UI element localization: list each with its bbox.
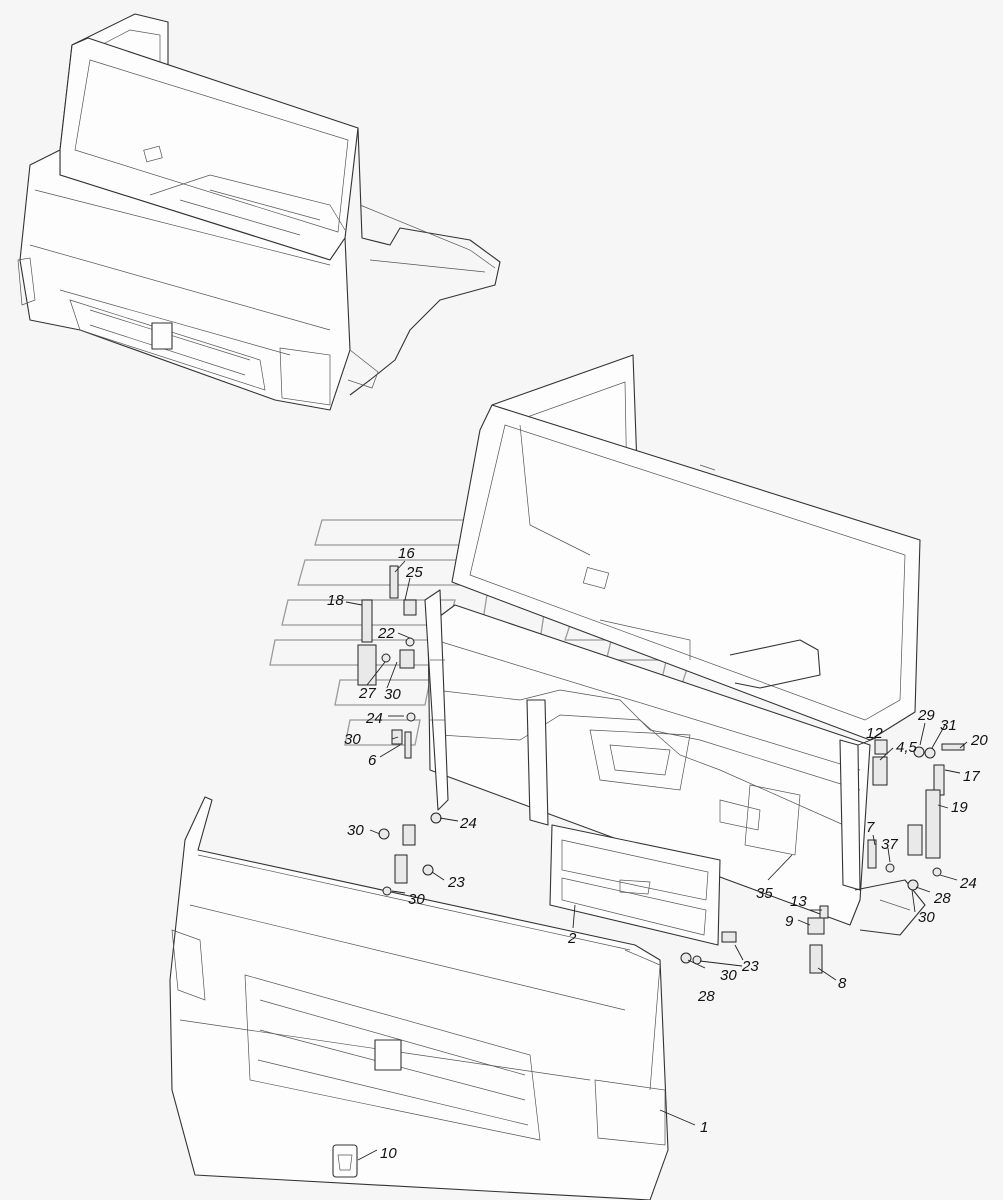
callout-29: 29 (917, 707, 935, 724)
callout-22: 22 (377, 625, 395, 642)
callout-27: 27 (358, 685, 376, 702)
badge-part-10 (332, 1144, 358, 1178)
callout-24-top: 24 (365, 710, 383, 727)
callout-23-left: 23 (447, 874, 465, 891)
callout-16: 16 (398, 545, 415, 562)
callout-20: 20 (970, 732, 988, 749)
callout-37: 37 (881, 836, 898, 853)
callout-17: 17 (963, 768, 980, 785)
callout-18: 18 (327, 592, 344, 609)
callout-28-bottom: 28 (697, 988, 715, 1005)
callout-10: 10 (380, 1145, 397, 1162)
exploded-cab-body (424, 354, 926, 936)
callout-30-c: 30 (347, 822, 364, 839)
callout-4-5: 4,5 (896, 739, 918, 756)
callout-25: 25 (405, 564, 423, 581)
callout-35: 35 (756, 885, 773, 902)
callout-9: 9 (785, 913, 794, 930)
callout-30-f: 30 (918, 909, 935, 926)
callout-labels: 1 2 4,5 6 7 8 9 10 12 13 16 17 18 19 20 … (327, 545, 988, 1162)
callout-19: 19 (951, 799, 968, 816)
callout-30-e: 30 (720, 967, 737, 984)
callout-28-right: 28 (933, 890, 951, 907)
callout-31: 31 (940, 717, 957, 734)
callout-23-right: 23 (741, 958, 759, 975)
callout-24-mid: 24 (459, 815, 477, 832)
callout-30-a: 30 (384, 686, 401, 703)
assembled-cab-view (17, 13, 501, 411)
hardware-parts (357, 565, 965, 974)
leader-lines (345, 560, 968, 1161)
callout-7: 7 (866, 819, 875, 836)
callout-30-b: 30 (344, 731, 361, 748)
callout-1: 1 (700, 1119, 708, 1136)
front-panel-part-1 (169, 796, 669, 1200)
callout-13: 13 (790, 893, 807, 910)
callout-12: 12 (866, 725, 883, 742)
callout-8: 8 (838, 975, 847, 992)
callout-6: 6 (368, 752, 377, 769)
panel-part-2 (549, 824, 721, 946)
callout-24-right: 24 (959, 875, 977, 892)
callout-30-d: 30 (408, 891, 425, 908)
callout-2: 2 (567, 930, 577, 947)
